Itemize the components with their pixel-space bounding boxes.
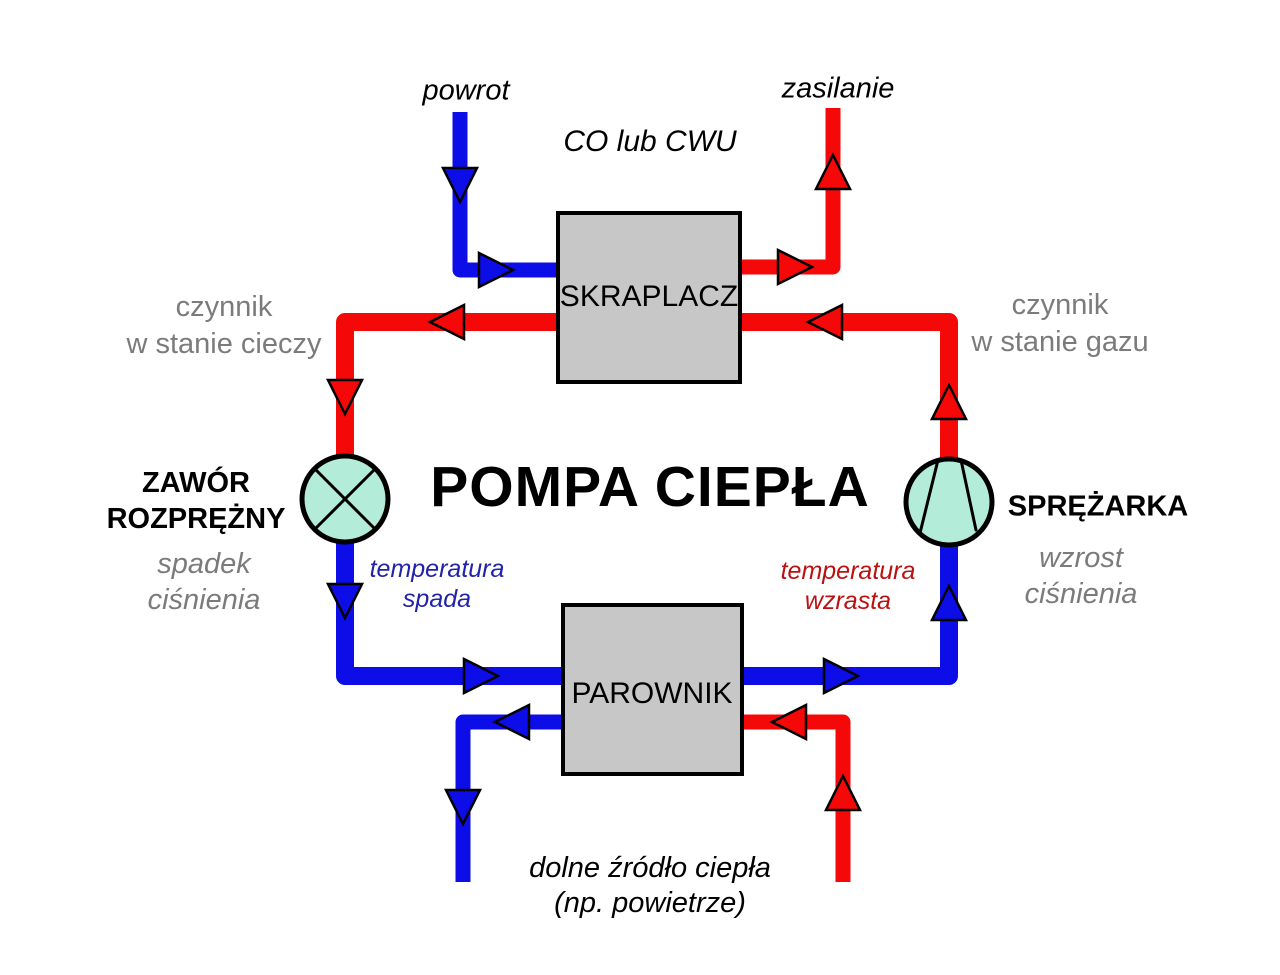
arrow-supply-right-icon <box>776 247 815 287</box>
arrow-return-right-icon <box>477 250 516 290</box>
arrow-source-in-up-icon <box>823 773 863 812</box>
pipe-compressor-to-condenser <box>740 313 958 459</box>
pipe-return-to-condenser <box>452 112 558 278</box>
arrow-from-compressor-up-icon <box>929 382 969 421</box>
arrow-to-valve-left-icon <box>427 302 466 342</box>
expansion-valve-line1: ZAWÓR <box>142 467 250 499</box>
arrow-return-down-icon <box>440 166 480 205</box>
arrow-from-evaporator-right-icon <box>822 656 861 696</box>
gas-state-line1: czynnik <box>1011 289 1109 321</box>
condenser-label: SKRAPLACZ <box>559 280 739 313</box>
compressor-vanes-icon <box>918 458 978 535</box>
pressure-rise-line1: wzrost <box>1039 542 1123 574</box>
pressure-rise-label: wzrost ciśnienia <box>1025 540 1138 612</box>
temperature-drop-line2: spada <box>402 585 472 613</box>
compressor-label: SPRĘŻARKA <box>1007 490 1189 523</box>
liquid-state-label: czynnik w stanie cieczy <box>126 289 321 363</box>
pressure-rise-line2: ciśnienia <box>1024 578 1138 610</box>
heat-source-label: dolne źródło ciepła (np. powietrze) <box>529 851 771 921</box>
arrow-valve-out-down-icon <box>325 582 365 621</box>
liquid-state-line2: w stanie cieczy <box>126 328 322 360</box>
arrow-to-evaporator-right-icon <box>462 656 501 696</box>
gas-state-label: czynnik w stanie gazu <box>971 287 1148 361</box>
heating-system-label: CO lub CWU <box>563 125 737 158</box>
pipe-condenser-to-valve <box>336 313 558 458</box>
arrow-to-condenser-left-icon <box>805 302 844 342</box>
arrow-source-in-left-icon <box>769 702 808 742</box>
arrow-supply-up-icon <box>813 152 853 191</box>
temperature-rise-label: temperatura wzrasta <box>781 556 916 616</box>
arrow-source-out-down-icon <box>443 788 483 827</box>
supply-label: zasilanie <box>781 72 895 105</box>
temperature-drop-label: temperatura spada <box>370 554 505 614</box>
return-label: powrot <box>422 74 510 107</box>
expansion-valve-line2: ROZPRĘŻNY <box>106 503 286 535</box>
pressure-drop-label: spadek ciśnienia <box>148 546 261 618</box>
arrow-to-compressor-up-icon <box>929 583 969 622</box>
arrow-source-out-left-icon <box>492 702 531 742</box>
compressor-icon <box>903 456 995 548</box>
gas-state-line2: w stanie gazu <box>971 326 1149 358</box>
temperature-drop-line1: temperatura <box>369 555 505 583</box>
temperature-rise-line2: wzrasta <box>804 587 892 615</box>
heat-source-line2: (np. powietrze) <box>554 887 746 919</box>
evaporator-label: PAROWNIK <box>571 677 733 710</box>
pressure-drop-line1: spadek <box>157 548 251 580</box>
page-title: POMPA CIEPŁA <box>430 455 870 519</box>
arrow-to-valve-down-icon <box>325 378 365 417</box>
liquid-state-line1: czynnik <box>175 291 273 323</box>
pressure-drop-line2: ciśnienia <box>147 584 261 616</box>
heat-source-line1: dolne źródło ciepła <box>529 852 771 884</box>
valve-cross-icon <box>313 467 377 531</box>
temperature-rise-line1: temperatura <box>780 557 916 585</box>
expansion-valve-label: ZAWÓR ROZPRĘŻNY <box>107 465 286 537</box>
evaporator-box <box>561 603 744 776</box>
condenser-box <box>556 211 742 384</box>
